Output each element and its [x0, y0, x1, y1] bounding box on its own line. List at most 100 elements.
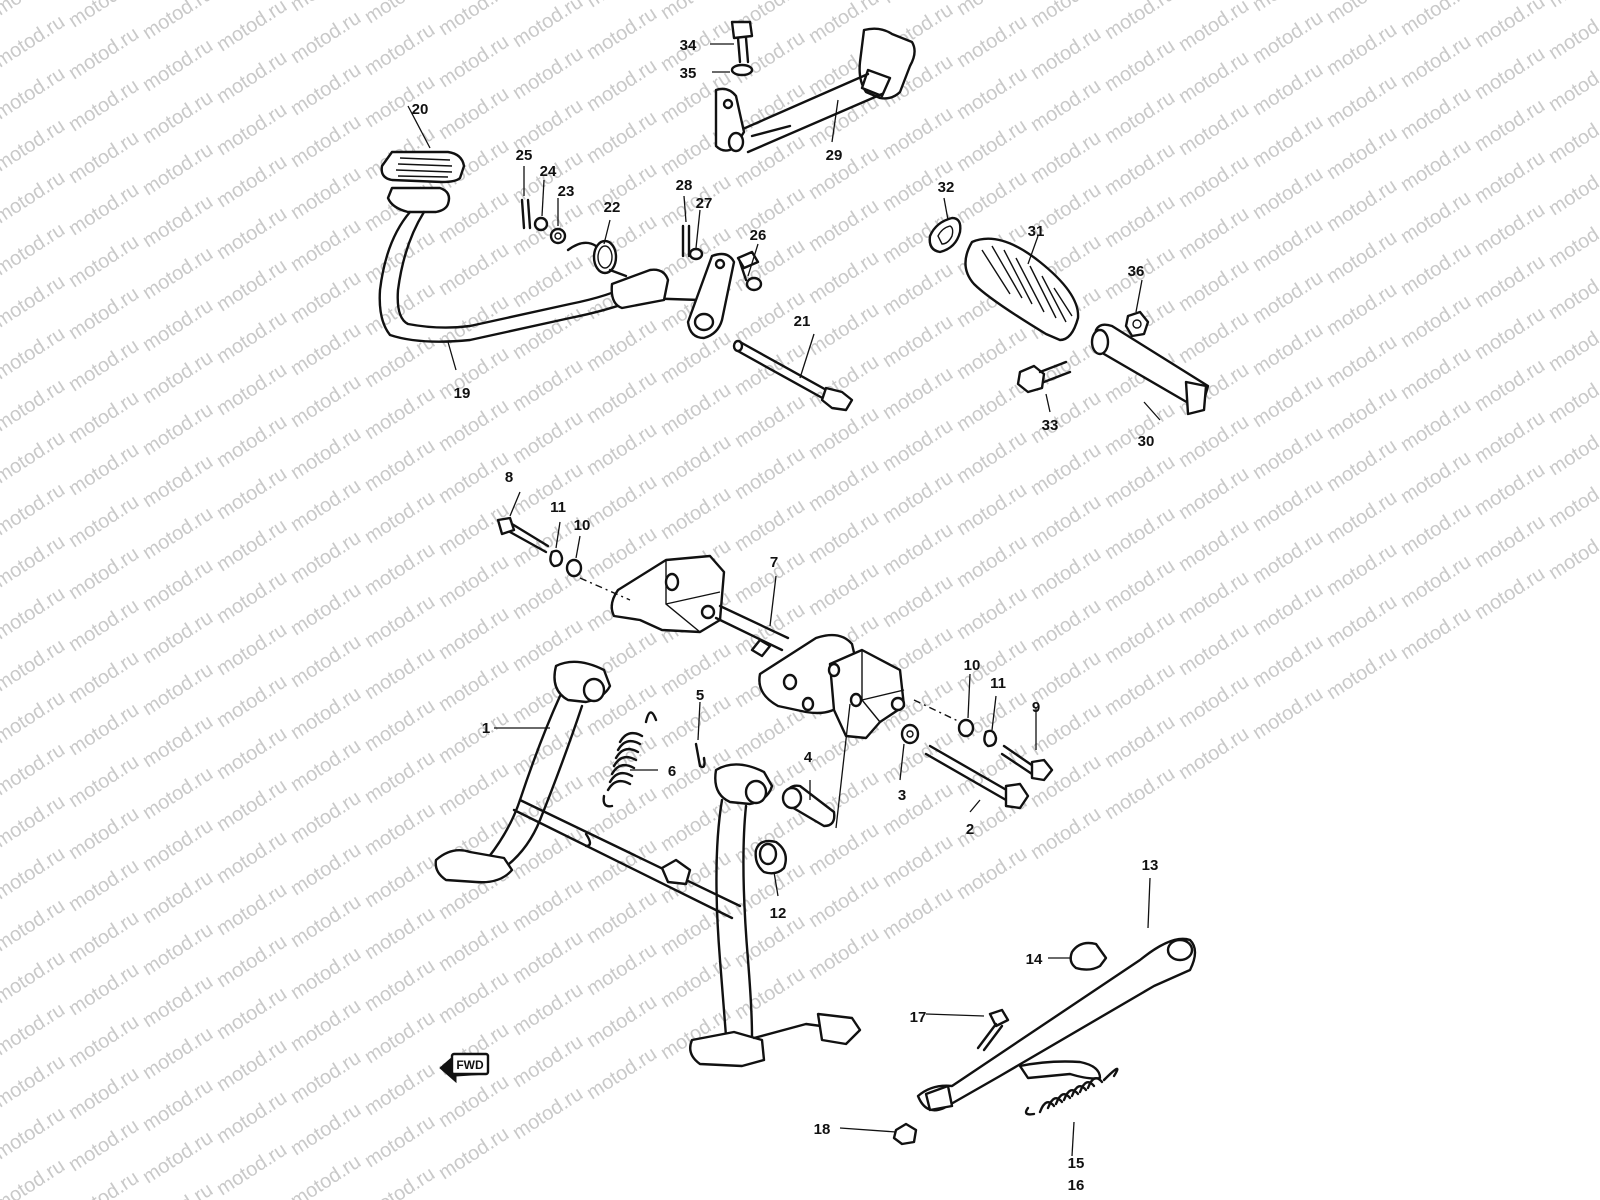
watermark-text: motod.ru: [0, 115, 69, 176]
footrest-rubber-31: [964, 237, 1080, 342]
brake-lever-arm: [378, 210, 702, 343]
watermark-text: motod.ru: [1545, 55, 1600, 116]
watermark-text: motod.ru: [0, 271, 69, 332]
washer-27: [688, 247, 704, 261]
clip-5: [694, 742, 706, 769]
bushing-4: [781, 784, 836, 828]
pivot-shaft-21: [732, 339, 854, 412]
watermark-text: motod.ru: [0, 895, 69, 956]
watermark-text: motod.ru: [1545, 471, 1600, 532]
bolt-8: [496, 516, 550, 554]
center-stand-1: [434, 660, 862, 1068]
bolt-9: [1000, 744, 1054, 782]
callout-27: 27: [696, 195, 713, 212]
watermark-text: motod.ru: [1545, 263, 1600, 324]
watermark-text: motod.ru: [0, 375, 69, 436]
watermark-text: motod.ru: [0, 1155, 69, 1200]
stand-bracket-7: [610, 554, 906, 740]
callout-11-top: 11: [550, 499, 566, 516]
callout-12: 12: [770, 905, 787, 922]
callout-29: 29: [826, 147, 843, 164]
watermark-text: motod.ru: [0, 1103, 69, 1164]
callout-9: 9: [1032, 699, 1040, 716]
callout-17: 17: [910, 1009, 927, 1026]
callout-32: 32: [938, 179, 955, 196]
washer-10-top: [565, 558, 583, 578]
callout-20: 20: [412, 101, 429, 118]
pedal-rubber: [380, 150, 466, 184]
footrest-bracket-29: [714, 27, 916, 154]
watermark-text: motod.ru: [0, 791, 69, 852]
footrest-plate-32: [928, 216, 962, 254]
watermark-text: motod.ru: [0, 843, 69, 904]
fwd-badge: FWD: [439, 1052, 490, 1084]
bolt-34: [730, 20, 754, 64]
watermark-text: motod.ru: [1545, 367, 1600, 428]
callout-3: 3: [898, 787, 906, 804]
callout-6: 6: [668, 763, 676, 780]
callout-7: 7: [770, 554, 778, 571]
callout-35: 35: [680, 65, 697, 82]
stopper-14: [1069, 941, 1108, 971]
side-stand-13: [916, 937, 1197, 1112]
lockwasher-11-right: [983, 729, 998, 748]
callout-25: 25: [516, 147, 533, 164]
watermark-text: motod.ru: [0, 323, 69, 384]
bolt-2: [924, 744, 1030, 810]
cotter-pin-25: [520, 198, 532, 230]
watermark-text: motod.ru: [0, 63, 69, 124]
callout-21: 21: [794, 313, 811, 330]
stopper-12: [754, 839, 787, 875]
watermark-text: motod.ru: [0, 1051, 69, 1112]
watermark-text: motod.ru: [0, 583, 69, 644]
watermark-text: motod.ru: [0, 479, 69, 540]
watermark-text: motod.ru: [0, 167, 69, 228]
callout-31: 31: [1028, 223, 1045, 240]
watermark-text: motod.ru: [0, 427, 69, 488]
watermark-text: motod.ru: [1545, 211, 1600, 272]
callout-26: 26: [750, 227, 767, 244]
watermark-text: motod.ru: [1545, 159, 1600, 220]
callout-1: 1: [482, 720, 490, 737]
watermark-text: motod.ru: [1545, 315, 1600, 376]
washer-10-right: [957, 718, 975, 738]
watermark-text: motod.ru: [1545, 523, 1600, 584]
callout-5: 5: [696, 687, 704, 704]
lockwasher-11-top: [549, 549, 564, 568]
watermark-text: motod.ru: [0, 999, 69, 1060]
washer-23: [549, 227, 567, 245]
callout-33: 33: [1042, 417, 1059, 434]
callout-15: 15: [1068, 1155, 1085, 1172]
callout-36: 36: [1128, 263, 1145, 280]
pedal-pad: [386, 186, 451, 214]
callout-8: 8: [505, 469, 513, 486]
callout-labels: 1 2 3 4 5 6 7 8 9 10 10 11 11 12 13 14 1…: [412, 37, 1159, 1172]
callout-24: 24: [540, 163, 557, 180]
watermark-text: motod.ru: [1545, 3, 1600, 64]
pin-28: [681, 224, 691, 258]
callout-10-right: 10: [964, 657, 981, 674]
nut-18: [892, 1122, 918, 1146]
watermark-text: motod.ru: [0, 635, 69, 696]
callout-30: 30: [1138, 433, 1155, 450]
callout-22: 22: [604, 199, 621, 216]
nut-24: [533, 216, 549, 232]
callout-19: 19: [454, 385, 471, 402]
watermark-text: motod.ru: [1545, 419, 1600, 480]
watermark-text: motod.ru: [0, 531, 69, 592]
washer-35: [730, 63, 754, 77]
footrest-bar-30: [1090, 323, 1210, 416]
callout-18: 18: [814, 1121, 831, 1138]
bolt-17: [976, 1008, 1010, 1052]
side-stand-spring-15: [1024, 1067, 1119, 1116]
leader-lines: [407, 43, 1161, 1157]
callout-16-visible: 16: [1068, 1177, 1085, 1194]
callout-34: 34: [680, 37, 697, 54]
callout-14: 14: [1026, 951, 1043, 968]
watermark-text: motod.ru: [0, 687, 69, 748]
callout-28: 28: [676, 177, 693, 194]
callout-2: 2: [966, 821, 974, 838]
callout-23: 23: [558, 183, 575, 200]
